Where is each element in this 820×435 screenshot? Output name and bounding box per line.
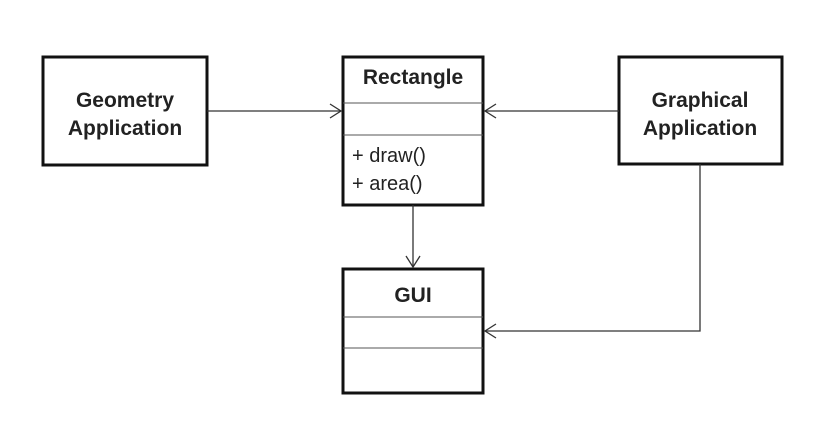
edge-geometry-to-rectangle <box>207 103 343 119</box>
edge-rectangle-to-gui <box>405 205 421 269</box>
rectangle-class-title: Rectangle <box>363 66 463 89</box>
geometry-application-label-line2: Application <box>68 117 182 140</box>
graphical-application-label-line2: Application <box>643 117 757 140</box>
edge-graphical-to-rectangle <box>483 103 619 119</box>
rectangle-class-box <box>341 55 485 207</box>
rectangle-operation-area: + area() <box>352 173 423 195</box>
graphical-application-node: Graphical Application <box>617 55 784 166</box>
graphical-application-label-line1: Graphical <box>652 89 749 112</box>
edge-graphical-to-gui <box>483 164 701 339</box>
geometry-application-node: Geometry Application <box>41 55 209 167</box>
open-arrowhead-icon <box>405 255 421 269</box>
gui-class-box <box>341 267 485 395</box>
edge-graphical-to-gui-line <box>485 164 701 332</box>
open-arrowhead-icon <box>483 323 497 339</box>
gui-class-title: GUI <box>394 284 431 307</box>
geometry-application-label-line1: Geometry <box>76 89 174 112</box>
geometry-application-box <box>41 55 209 167</box>
open-arrowhead-icon <box>329 103 343 119</box>
open-arrowhead-icon <box>483 103 497 119</box>
rectangle-class-node: Rectangle + draw() + area() <box>341 55 485 207</box>
rectangle-operation-draw: + draw() <box>352 145 426 167</box>
gui-class-node: GUI <box>341 267 485 395</box>
